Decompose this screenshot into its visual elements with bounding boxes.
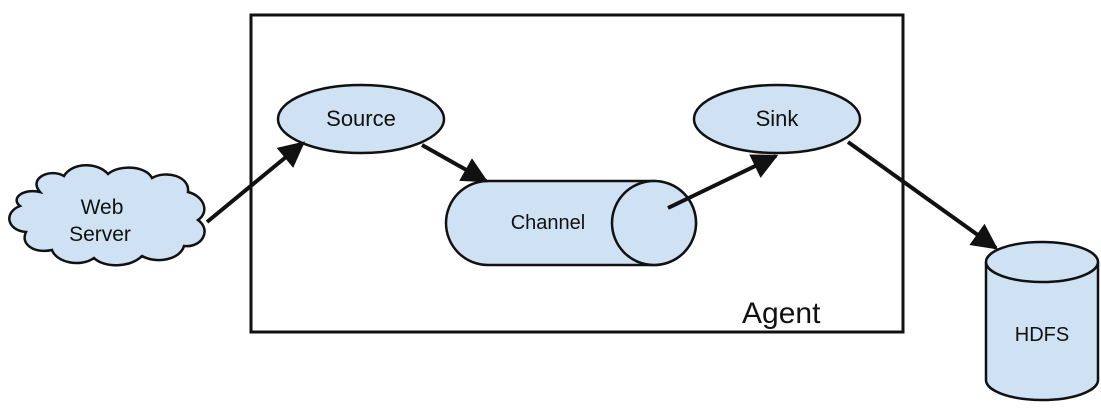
web-server-label-line1: Web: [81, 196, 124, 219]
arrow-webserver-to-source: [205, 141, 306, 224]
arrow-source-to-channel: [421, 143, 489, 183]
agent-label: Agent: [742, 297, 821, 330]
web-server-cloud: Web Server: [8, 164, 206, 267]
arrow-channel-to-sink: [667, 154, 779, 210]
source-label: Source: [326, 106, 396, 131]
hdfs-label: HDFS: [1015, 324, 1069, 346]
agent-box: Agent: [249, 13, 905, 334]
channel-label: Channel: [511, 212, 586, 234]
channel-node: Channel: [444, 179, 698, 267]
source-node: Source: [276, 83, 446, 155]
hdfs-node: HDFS: [984, 240, 1100, 402]
sink-node: Sink: [692, 83, 862, 155]
sink-label: Sink: [756, 106, 800, 131]
arrow-sink-to-hdfs: [846, 140, 999, 250]
web-server-label-line2: Server: [69, 223, 131, 246]
